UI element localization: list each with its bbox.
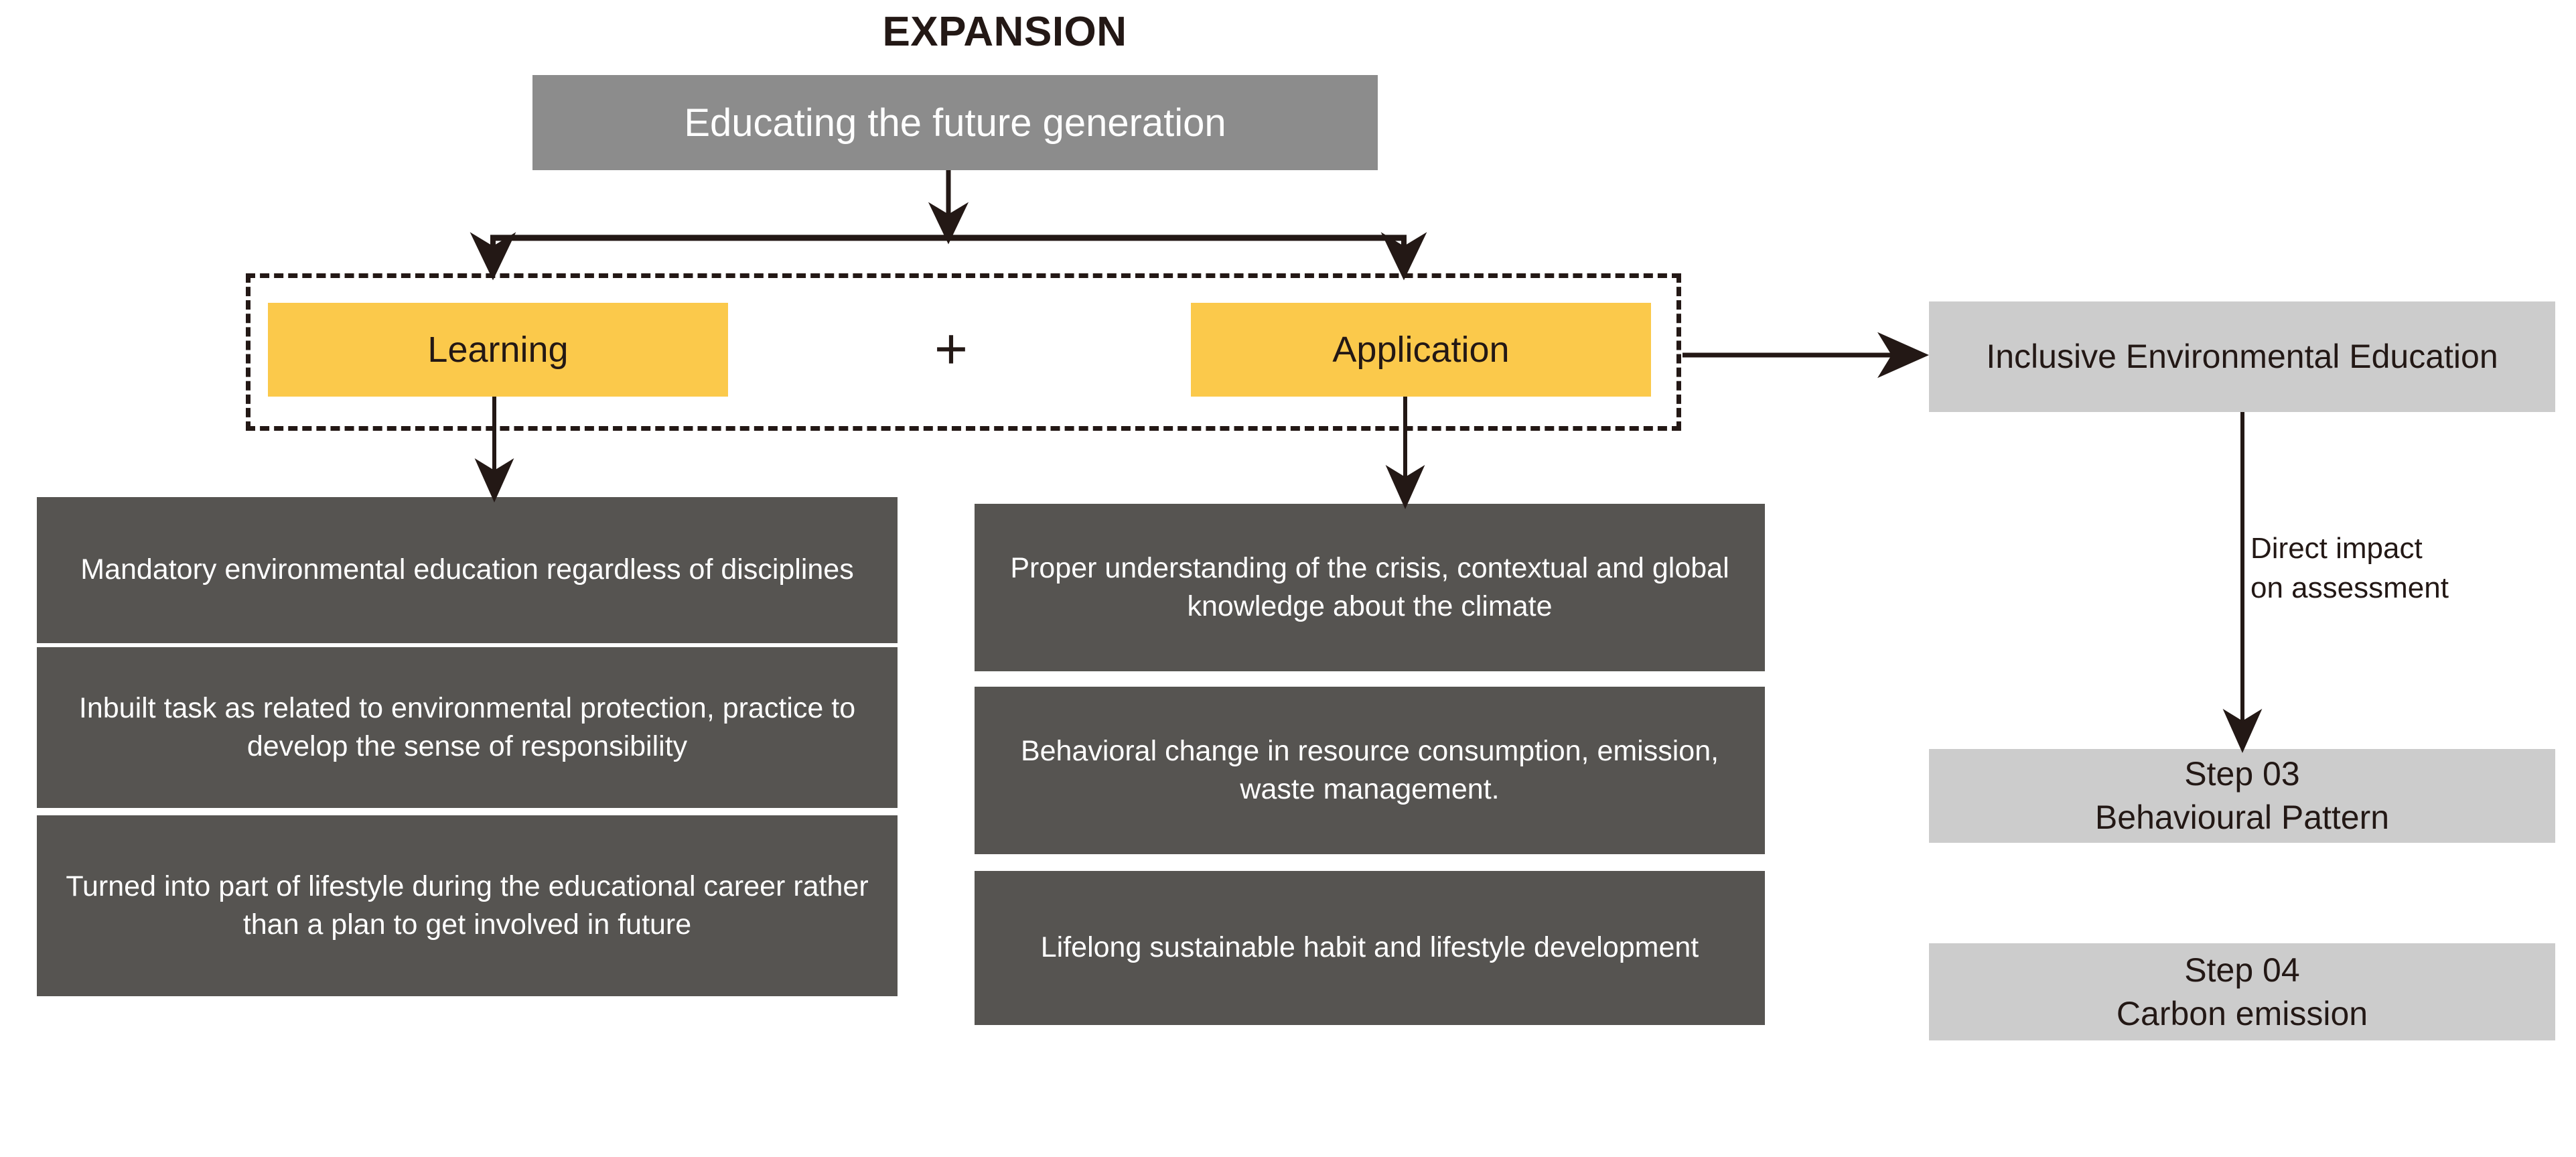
node-label: Learning (427, 330, 569, 370)
dashed-group-container (246, 273, 1681, 431)
node-label: Proper understanding of the crisis, cont… (1010, 551, 1729, 622)
node-learning-outcome-1[interactable]: Mandatory environmental education regard… (37, 497, 898, 643)
node-label: Turned into part of lifestyle during the… (66, 870, 869, 941)
node-inclusive-environmental-education[interactable]: Inclusive Environmental Education (1929, 301, 2555, 412)
node-label: Application (1332, 330, 1510, 370)
node-application[interactable]: Application (1191, 303, 1651, 397)
node-label: Lifelong sustainable habit and lifestyle… (1040, 931, 1699, 964)
node-educating-future-generation[interactable]: Educating the future generation (532, 75, 1378, 170)
node-learning[interactable]: Learning (268, 303, 728, 397)
node-application-outcome-2[interactable]: Behavioral change in resource consumptio… (975, 687, 1765, 854)
node-application-outcome-1[interactable]: Proper understanding of the crisis, cont… (975, 504, 1765, 671)
node-label: Behavioral change in resource consumptio… (1020, 734, 1719, 805)
node-learning-outcome-2[interactable]: Inbuilt task as related to environmental… (37, 647, 898, 808)
node-learning-outcome-3[interactable]: Turned into part of lifestyle during the… (37, 815, 898, 996)
node-label: Mandatory environmental education regard… (80, 553, 854, 586)
node-application-outcome-3[interactable]: Lifelong sustainable habit and lifestyle… (975, 871, 1765, 1025)
node-label: Inclusive Environmental Education (1986, 338, 2498, 375)
node-label: Inbuilt task as related to environmental… (78, 691, 856, 762)
plus-operator: + (934, 317, 969, 381)
node-label: Educating the future generation (684, 100, 1226, 145)
page-title: EXPANSION (882, 9, 1127, 55)
